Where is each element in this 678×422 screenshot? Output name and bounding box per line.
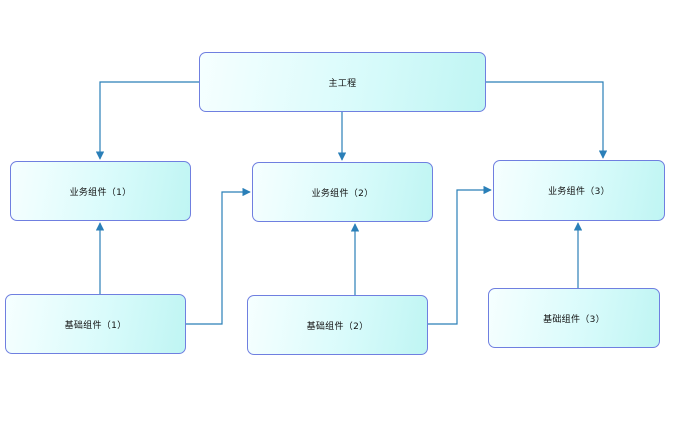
node-label: 基础组件（2） [306,321,369,332]
node-label: 业务组件（1） [69,187,132,198]
node-label: 基础组件（1） [64,320,127,331]
node-base-component-3[interactable]: 基础组件（3） [488,288,660,348]
edge-base2-to-business3 [428,185,492,325]
node-label: 业务组件（3） [548,187,610,197]
node-business-component-3[interactable]: 业务组件（3） [493,160,665,221]
node-base-component-1[interactable]: 基础组件（1） [5,294,186,354]
node-label: 基础组件（3） [543,314,605,325]
node-label: 业务组件（2） [311,188,374,199]
node-business-component-1[interactable]: 业务组件（1） [10,161,191,221]
edge-base1-to-business2 [186,187,251,325]
node-base-component-2[interactable]: 基础组件（2） [247,295,428,355]
node-main-project[interactable]: 主工程 [199,52,486,112]
node-business-component-2[interactable]: 业务组件（2） [252,162,433,222]
node-label: 主工程 [328,78,357,89]
edge-main-to-business1 [95,81,199,160]
edge-main-to-business3 [486,81,608,159]
